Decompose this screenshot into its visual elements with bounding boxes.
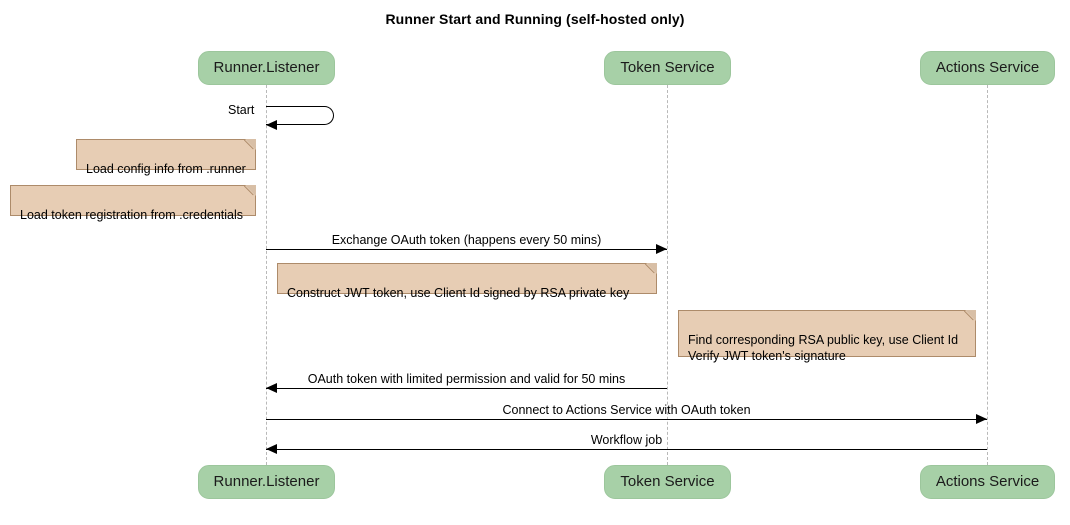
- arrowhead-oauth-token-reply: [266, 383, 277, 393]
- note-construct-jwt: Construct JWT token, use Client Id signe…: [277, 263, 657, 300]
- arrowhead-connect-actions-service: [976, 414, 987, 424]
- participant-actions-bottom[interactable]: Actions Service: [920, 465, 1055, 499]
- note-fold-edge-icon: [964, 310, 976, 322]
- arrowhead-workflow-job: [266, 444, 277, 454]
- participant-token-bottom[interactable]: Token Service: [604, 465, 731, 499]
- note-text: Load config info from .runner: [86, 162, 246, 176]
- arrowhead-start: [266, 120, 277, 130]
- message-label-oauth-token-reply: OAuth token with limited permission and …: [307, 372, 626, 386]
- message-label-workflow-job: Workflow job: [590, 433, 663, 447]
- participant-actions-top[interactable]: Actions Service: [920, 51, 1055, 85]
- note-load-config: Load config info from .runner: [76, 139, 256, 176]
- message-line-workflow-job: [266, 449, 987, 450]
- note-fold-edge-icon: [244, 139, 256, 151]
- note-text: Construct JWT token, use Client Id signe…: [287, 286, 630, 300]
- participant-token-top[interactable]: Token Service: [604, 51, 731, 85]
- message-line-connect-actions-service: [266, 419, 987, 420]
- arrowhead-exchange-oauth-token: [656, 244, 667, 254]
- lifeline-token: [667, 85, 668, 465]
- message-label-start: Start: [228, 103, 255, 117]
- participant-runner-bottom[interactable]: Runner.Listener: [198, 465, 335, 499]
- message-line-oauth-token-reply: [266, 388, 667, 389]
- note-text: Find corresponding RSA public key, use C…: [688, 333, 959, 363]
- note-verify-jwt: Find corresponding RSA public key, use C…: [678, 310, 976, 363]
- message-selfloop-start: [266, 106, 334, 125]
- message-label-connect-actions-service: Connect to Actions Service with OAuth to…: [502, 403, 751, 417]
- note-fold-edge-icon: [645, 263, 657, 275]
- page-title: Runner Start and Running (self-hosted on…: [385, 11, 685, 27]
- participant-runner-top[interactable]: Runner.Listener: [198, 51, 335, 85]
- message-line-exchange-oauth-token: [266, 249, 667, 250]
- note-text: Load token registration from .credential…: [20, 208, 244, 222]
- lifeline-actions: [987, 85, 988, 465]
- message-label-exchange-oauth-token: Exchange OAuth token (happens every 50 m…: [331, 233, 602, 247]
- note-load-token-registration: Load token registration from .credential…: [10, 185, 256, 222]
- lifeline-runner: [266, 85, 267, 465]
- note-fold-edge-icon: [244, 185, 256, 197]
